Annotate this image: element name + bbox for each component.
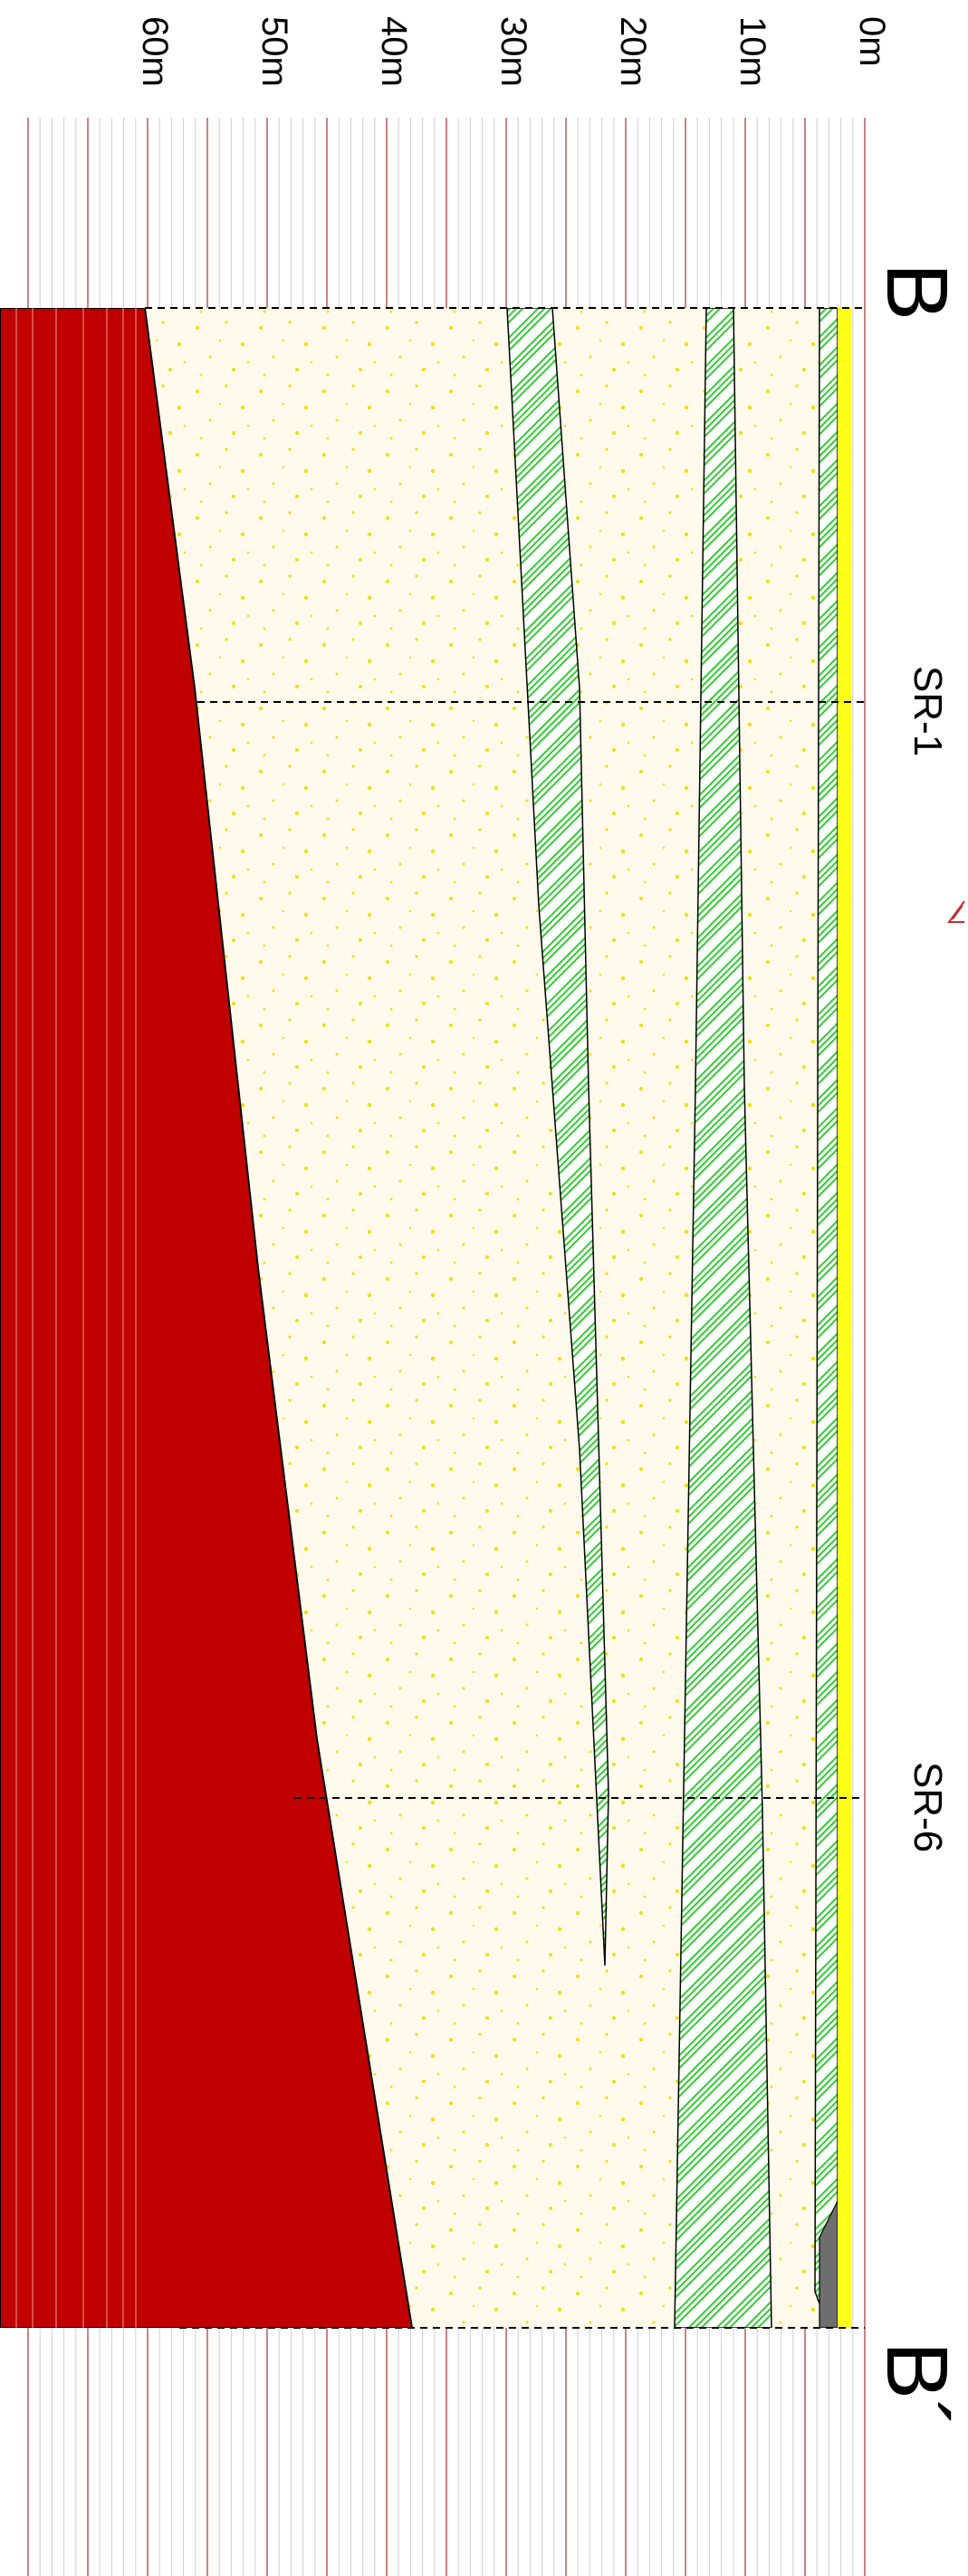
depth-label-10m: 10m bbox=[733, 16, 772, 87]
bedrock-stripes bbox=[15, 308, 137, 2328]
upper-clay-band bbox=[674, 308, 772, 2328]
borehole-label-sr6: SR-6 bbox=[906, 1762, 950, 1852]
surface-strip bbox=[838, 308, 851, 2328]
sand-layer bbox=[145, 308, 842, 2328]
lower-clay-lens bbox=[506, 308, 609, 1966]
depth-label-40m: 40m bbox=[374, 16, 414, 87]
section-start-label: B bbox=[868, 263, 965, 321]
depth-axis: 0m 10m 20m 30m 40m 50m 60m bbox=[135, 16, 892, 87]
depth-label-20m: 20m bbox=[613, 16, 653, 87]
shallow-clay-band bbox=[814, 308, 839, 2328]
depth-label-30m: 30m bbox=[494, 16, 533, 87]
depth-label-0m: 0m bbox=[852, 16, 892, 67]
direction-marker-icon bbox=[947, 900, 965, 923]
depth-label-60m: 60m bbox=[135, 16, 175, 87]
section-frame bbox=[145, 307, 865, 2329]
borehole-label-sr1: SR-1 bbox=[906, 666, 950, 756]
section-end-label: B´ bbox=[868, 2341, 965, 2428]
bedrock-layer bbox=[0, 308, 414, 2328]
depth-label-50m: 50m bbox=[254, 16, 294, 87]
section-body bbox=[0, 308, 851, 2328]
